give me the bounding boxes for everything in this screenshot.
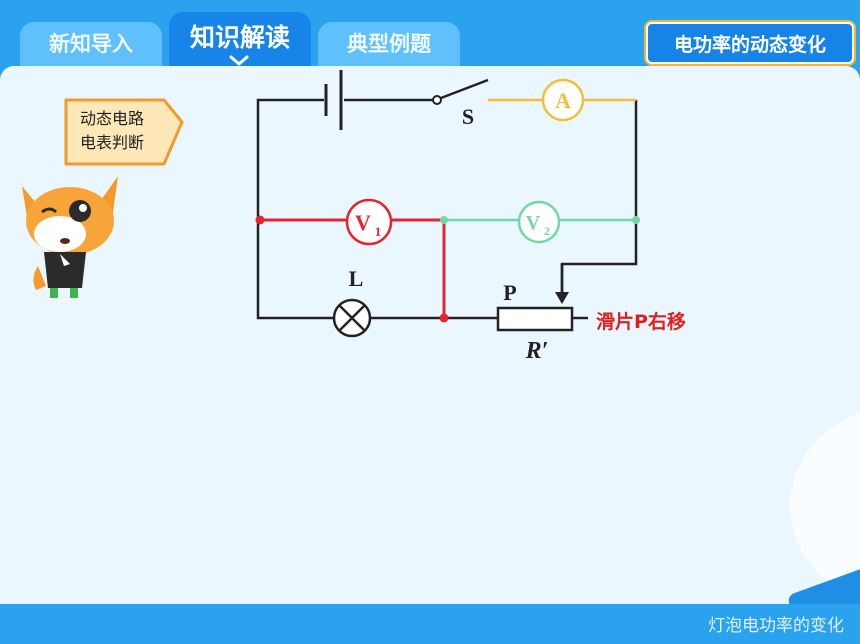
topic-badge: 电功率的动态变化 [646, 22, 854, 64]
chevron-down-icon [229, 55, 249, 66]
rheostat-label: R′ [525, 338, 549, 364]
voltmeter1-icon [345, 198, 393, 246]
lesson-canvas: 动态电路 电表判断 S [22, 70, 860, 604]
voltmeter1-label: V [355, 210, 371, 235]
lamp-icon [332, 298, 372, 338]
battery-icon [324, 70, 343, 130]
junction-dot [255, 215, 265, 225]
voltmeter1-branch-wire [260, 218, 446, 318]
content-panel: 动态电路 电表判断 S [0, 66, 860, 604]
junction-dot [440, 216, 448, 224]
slider-label: P [503, 280, 516, 305]
voltmeter2-subscript: 2 [544, 224, 550, 238]
slider-arrow-icon [555, 264, 569, 304]
voltmeter2-label: V [526, 212, 541, 234]
switch-label: S [462, 104, 474, 129]
circuit-wire [256, 98, 638, 320]
fox-mascot-icon [22, 176, 118, 298]
tab-typical-examples[interactable]: 典型例题 [318, 22, 460, 68]
light-bulb-decoration-icon [788, 412, 860, 604]
slider-move-annotation: 滑片P右移 [596, 310, 686, 333]
mascot-sign-line2: 电表判断 [80, 133, 144, 152]
lamp-label: L [349, 266, 364, 291]
circuit-diagram: S A V 1 V 2 [255, 70, 686, 364]
ammeter-icon [541, 78, 585, 122]
mascot-sign: 动态电路 电表判断 [64, 98, 184, 166]
ammeter-label: A [555, 88, 571, 113]
rheostat-icon [496, 306, 574, 332]
tab-knowledge-interpretation[interactable]: 知识解读 [169, 12, 311, 70]
junction-dot [632, 216, 640, 224]
footer-caption: 灯泡电功率的变化 [708, 616, 844, 636]
voltmeter2-icon [517, 200, 561, 244]
mascot-sign-line1: 动态电路 [80, 109, 144, 128]
voltmeter1-subscript: 1 [375, 224, 382, 239]
tab-new-knowledge[interactable]: 新知导入 [20, 22, 162, 68]
junction-dot [439, 313, 449, 323]
switch-icon [432, 78, 489, 105]
